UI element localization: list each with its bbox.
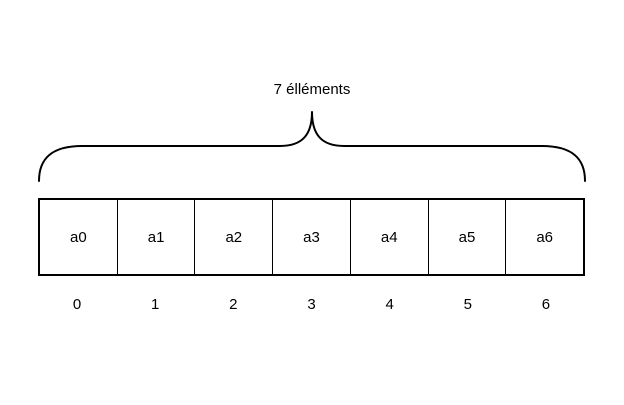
index-row: 0 1 2 3 4 5 6 xyxy=(38,296,585,314)
array-cell: a1 xyxy=(118,200,196,274)
array-index: 6 xyxy=(541,296,551,313)
array-index: 1 xyxy=(151,296,160,313)
array-box: a0 a1 a2 a3 a4 a5 a6 xyxy=(38,198,585,276)
array-index: 3 xyxy=(307,296,316,313)
array-cell: a2 xyxy=(195,200,274,274)
array-cell: a3 xyxy=(273,200,351,274)
array-cell: a0 xyxy=(40,200,118,274)
array-cell: a4 xyxy=(351,200,429,274)
brace-label: 7 élléments xyxy=(273,81,351,98)
array-index: 0 xyxy=(72,296,82,313)
array-cell: a6 xyxy=(536,228,554,246)
array-index: 5 xyxy=(463,296,472,313)
array-index: 4 xyxy=(385,296,394,313)
array-cell: a5 xyxy=(429,200,507,274)
array-index: 2 xyxy=(229,296,238,313)
curly-brace xyxy=(38,111,586,182)
